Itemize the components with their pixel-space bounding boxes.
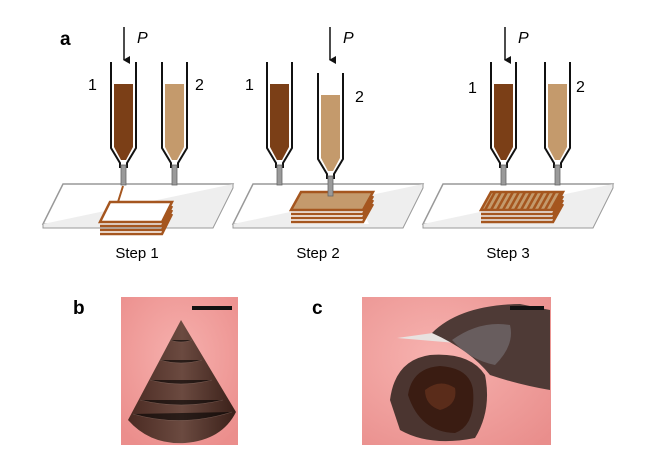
photo-filled-chocolate <box>362 297 551 445</box>
syringe-2-label: 2 <box>355 89 364 106</box>
syringe-1 <box>266 61 293 186</box>
step-3-label: Step 3 <box>486 245 529 262</box>
scale-bar <box>510 306 544 310</box>
syringe-1-label: 1 <box>468 80 477 97</box>
panel-c-label: c <box>312 298 323 319</box>
syringe-2 <box>317 72 344 197</box>
step-1-label: Step 1 <box>115 245 158 262</box>
syringe-1 <box>110 61 137 186</box>
scale-bar <box>192 306 232 310</box>
photo-cone-print <box>121 297 238 445</box>
cone-layer-lines <box>132 339 233 421</box>
printed-layers <box>288 190 376 224</box>
syringe-2 <box>544 61 571 186</box>
step-3-diagram: P 1 2 Step 3 <box>422 27 614 262</box>
panel-b-label: b <box>73 298 85 319</box>
step-2-diagram: P 1 2 Step 2 <box>232 27 424 262</box>
printed-layers <box>97 185 175 236</box>
step-2-label: Step 2 <box>296 245 339 262</box>
pressure-label: P <box>137 30 148 47</box>
syringe-2 <box>161 61 188 186</box>
panel-a-label: a <box>60 29 71 50</box>
pressure-label: P <box>343 30 354 47</box>
syringe-1-label: 1 <box>245 77 254 94</box>
step-1-diagram: P 1 2 Step 1 <box>42 27 234 262</box>
syringe-1 <box>490 61 517 186</box>
syringe-2-label: 2 <box>195 77 204 94</box>
pressure-label: P <box>518 30 529 47</box>
syringe-1-label: 1 <box>88 77 97 94</box>
syringe-2-label: 2 <box>576 79 585 96</box>
printed-layers <box>478 190 566 224</box>
